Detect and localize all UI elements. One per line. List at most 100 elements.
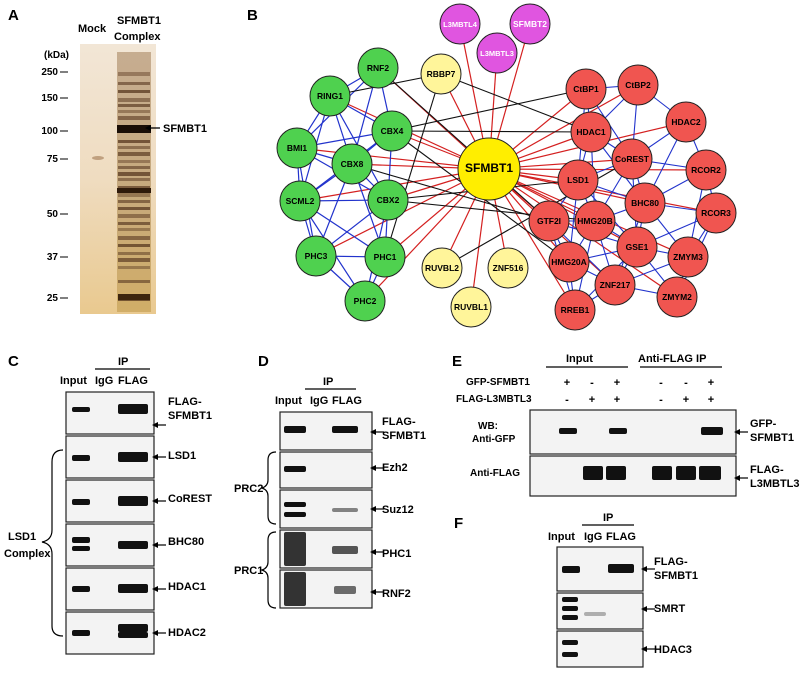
- node-rreb1: RREB1: [554, 289, 596, 331]
- node-label: RCOR3: [701, 208, 731, 218]
- arrow-head: [152, 630, 158, 636]
- kda-unit: (kDa): [44, 50, 69, 61]
- node-rnf2: RNF2: [357, 47, 399, 89]
- sign: +: [683, 394, 689, 406]
- panel-f-lane-input: Input: [548, 531, 575, 543]
- arrow-head: [734, 475, 740, 481]
- node-label: BMI1: [287, 143, 308, 153]
- panel-f-row-smrt: SMRT: [654, 603, 685, 615]
- sign: -: [565, 394, 569, 406]
- node-label: HDAC1: [576, 127, 606, 137]
- node-label: RCOR2: [691, 165, 721, 175]
- blot: [279, 489, 373, 529]
- blot: [529, 455, 737, 497]
- node-label: HDAC2: [671, 117, 701, 127]
- network-edge: [296, 147, 490, 170]
- node-rcor3: RCOR3: [695, 192, 737, 234]
- blot-band: [118, 452, 148, 462]
- blot: [65, 567, 155, 611]
- node-circle: [439, 3, 481, 45]
- panel-f-row-0-line2: SFMBT1: [654, 570, 698, 582]
- node-circle: [476, 32, 518, 74]
- gel-band: [118, 98, 150, 102]
- blot-band: [652, 466, 672, 480]
- network-edge: [391, 130, 592, 133]
- blot-band: [72, 407, 90, 412]
- node-circle: [367, 179, 409, 221]
- node-circle: [557, 159, 599, 201]
- lane-complex-label-1: SFMBT1: [117, 15, 161, 27]
- blot: [529, 409, 737, 455]
- node-ctbp2: CtBP2: [617, 64, 659, 106]
- blot: [279, 569, 373, 609]
- node-label: PHC1: [374, 252, 397, 262]
- node-hdac2: HDAC2: [665, 101, 707, 143]
- blot-band: [284, 512, 306, 517]
- blot-band: [562, 566, 580, 573]
- panel-c-row-5: HDAC2: [168, 627, 206, 639]
- sign: +: [708, 394, 714, 406]
- blot-band: [118, 624, 148, 632]
- node-sfmbt1: SFMBT1: [457, 137, 521, 201]
- panel-e-input-header: Input: [566, 353, 593, 365]
- gel-band: [118, 72, 150, 76]
- node-phc2: PHC2: [344, 280, 386, 322]
- sign: +: [564, 377, 570, 389]
- panel-c-ip: IP: [118, 356, 128, 368]
- node-label: RUVBL1: [454, 302, 488, 312]
- blot-frame: [556, 630, 644, 668]
- blot-band: [608, 564, 634, 573]
- gel-band: [118, 116, 150, 120]
- gel-band: [118, 280, 150, 283]
- blot-band: [118, 541, 148, 549]
- marker-labels: 250 150 100 75 50 37 25: [41, 67, 68, 304]
- blot-band: [284, 532, 306, 566]
- panel-d-row-rnf2: RNF2: [382, 588, 411, 600]
- node-circle: [616, 226, 658, 268]
- gel-band: [118, 294, 150, 300]
- panel-d: D IP Input IgG FLAG FLAG- SFMBT1 Ezh2 Su…: [234, 353, 426, 609]
- node-circle: [420, 53, 462, 95]
- gel-band: [117, 188, 151, 193]
- node-znf217: ZNF217: [594, 264, 636, 306]
- node-circle: [331, 143, 373, 185]
- node-label: CoREST: [615, 154, 650, 164]
- panel-c-group-line1: LSD1: [8, 531, 36, 543]
- sign: +: [589, 394, 595, 406]
- sign: +: [708, 377, 714, 389]
- panel-d-lane-flag: FLAG: [332, 395, 362, 407]
- network-edge: [440, 73, 592, 133]
- blot-band: [72, 455, 90, 461]
- panel-e-signs: +-+--+-++-++: [564, 377, 714, 406]
- panel-e-row1-label: GFP-SFMBT1: [466, 377, 530, 388]
- node-circle: [276, 127, 318, 169]
- blot-band: [284, 572, 306, 606]
- panel-c-row-1: LSD1: [168, 450, 196, 462]
- panel-f-lane-flag: FLAG: [606, 531, 636, 543]
- node-zmym3: ZMYM3: [667, 236, 709, 278]
- gel-band: [118, 252, 150, 255]
- node-circle: [617, 64, 659, 106]
- blot-band: [284, 502, 306, 507]
- blot: [65, 611, 155, 655]
- panel-c-lane-flag: FLAG: [118, 375, 148, 387]
- panel-a: A Mock SFMBT1 Complex (kDa) 250 150 100 …: [8, 7, 207, 314]
- panel-c-group-line2: Complex: [4, 548, 51, 560]
- arrow-head: [370, 465, 376, 471]
- node-circle: [364, 236, 406, 278]
- node-bhc80: BHC80: [624, 182, 666, 224]
- panel-c-letter: C: [8, 353, 19, 370]
- node-ruvbl2: RUVBL2: [421, 247, 463, 289]
- blot: [65, 391, 155, 435]
- panel-c-row-0-line2: SFMBT1: [168, 410, 212, 422]
- blot-band: [562, 597, 578, 602]
- gel-band: [118, 228, 150, 231]
- arrow-head: [641, 606, 647, 612]
- sign: -: [659, 377, 663, 389]
- gel-band: [118, 214, 150, 218]
- node-circle: [487, 247, 529, 289]
- marker-100: 100: [41, 126, 58, 137]
- node-label: ZNF217: [600, 280, 631, 290]
